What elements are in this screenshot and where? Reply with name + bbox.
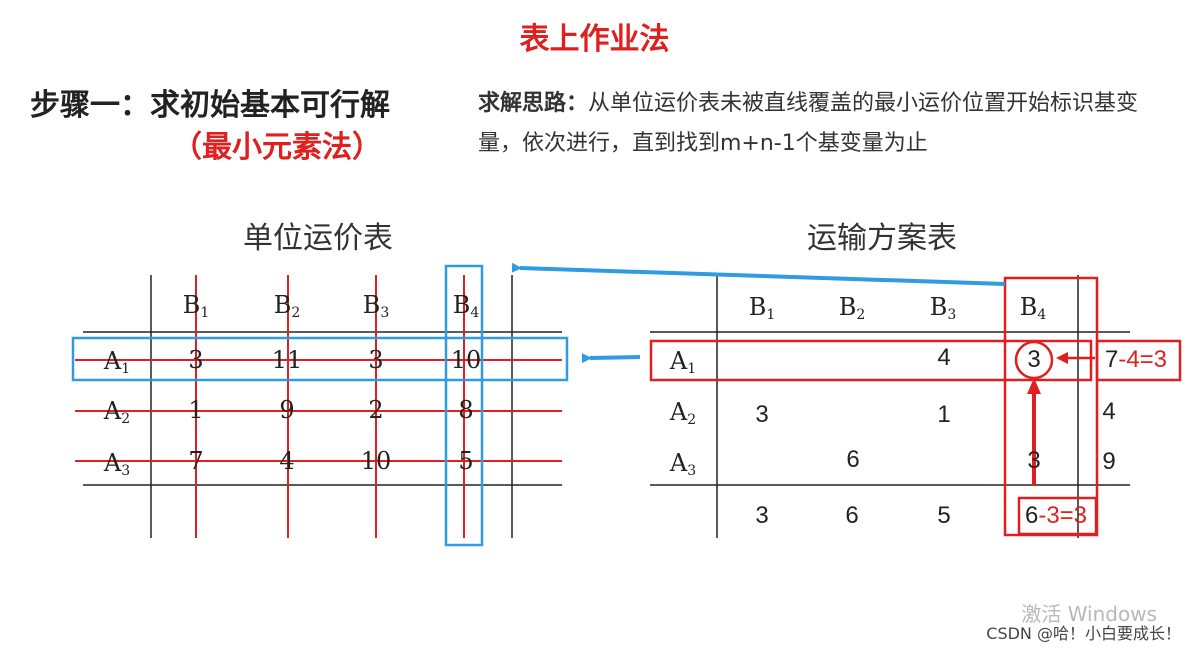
- arrow-col-b4-link: [511, 262, 1006, 286]
- plan-col-b2: B2: [838, 293, 866, 323]
- plan-col-b1: B1: [748, 293, 776, 323]
- cost-cell: 5: [458, 447, 474, 475]
- supply-a2: 4: [1102, 398, 1116, 425]
- plan-row-a3: A3: [669, 449, 697, 479]
- cost-cell: 7: [188, 447, 204, 475]
- box-row-a1: [649, 339, 1093, 382]
- cost-cell: 9: [279, 396, 295, 424]
- watermark-activate: 激活 Windows: [1021, 602, 1157, 626]
- cost-cell: 1: [188, 396, 204, 424]
- arrow-from-demand-head: [1027, 378, 1041, 394]
- plan-cell-selected: 3: [1027, 346, 1041, 373]
- cost-table-caption: 单位运价表: [243, 221, 393, 256]
- supply-a1: 7-4=3: [1104, 346, 1168, 373]
- cost-row-a2: A2: [103, 397, 131, 427]
- cost-cell: 4: [279, 447, 295, 475]
- highlight-col-b4: [444, 264, 484, 547]
- demand-annotation: -3=3: [1038, 502, 1088, 529]
- plan-cell: 3: [755, 401, 769, 428]
- plan-cell: 4: [937, 344, 951, 371]
- box-demand-annotation: [1017, 496, 1098, 536]
- solution-idea: 求解思路：从单位运价表未被直线覆盖的最小运价位置开始标识基变量，依次进行，直到找…: [478, 84, 1178, 164]
- plan-row-a2: A2: [669, 398, 697, 428]
- cost-cell: 8: [458, 396, 474, 424]
- supply-annotation: -4=3: [1118, 346, 1168, 373]
- plan-table-caption: 运输方案表: [807, 221, 957, 256]
- cost-col-b1: B1: [182, 291, 210, 321]
- box-supply-annotation: [1095, 339, 1182, 382]
- plan-cell: 6: [846, 446, 860, 473]
- plan-cell: 3: [1027, 447, 1041, 474]
- plan-col-b4: B4: [1019, 293, 1047, 323]
- demand-b4: 6-3=3: [1024, 502, 1088, 529]
- arrow-row-a1-link: [581, 353, 641, 364]
- cost-col-b2: B2: [273, 291, 301, 321]
- cost-row-a1: A1: [103, 347, 131, 377]
- watermark-csdn: CSDN @哈！小白要成长！: [986, 624, 1181, 643]
- cost-col-b4: B4: [452, 291, 480, 321]
- idea-text: 从单位运价表未被直线覆盖的最小运价位置开始标识基变量，依次进行，直到找到m+n-…: [478, 91, 1139, 156]
- arrow-from-supply-head: [1056, 352, 1068, 364]
- cost-cell: 3: [368, 346, 384, 374]
- method-label: （最小元素法）: [172, 130, 382, 165]
- plan-row-a1: A1: [669, 347, 697, 377]
- highlight-row-a1: [71, 336, 569, 382]
- demand-b2: 6: [845, 502, 859, 529]
- plan-cell: 1: [937, 401, 951, 428]
- step-title: 步骤一：求初始基本可行解: [30, 88, 390, 123]
- demand-b3: 5: [937, 502, 951, 529]
- plan-col-b3: B3: [929, 293, 957, 323]
- idea-label: 求解思路：: [478, 91, 589, 116]
- cost-cell: 10: [450, 346, 482, 374]
- cost-cell: 10: [360, 447, 392, 475]
- cost-cell: 3: [188, 346, 204, 374]
- page-title: 表上作业法: [519, 22, 670, 57]
- supply-a3: 9: [1102, 448, 1116, 475]
- cost-row-a3: A3: [103, 449, 131, 479]
- cost-cell: 11: [271, 346, 303, 374]
- cost-cell: 2: [368, 396, 384, 424]
- demand-b1: 3: [755, 502, 769, 529]
- cost-col-b3: B3: [362, 291, 390, 321]
